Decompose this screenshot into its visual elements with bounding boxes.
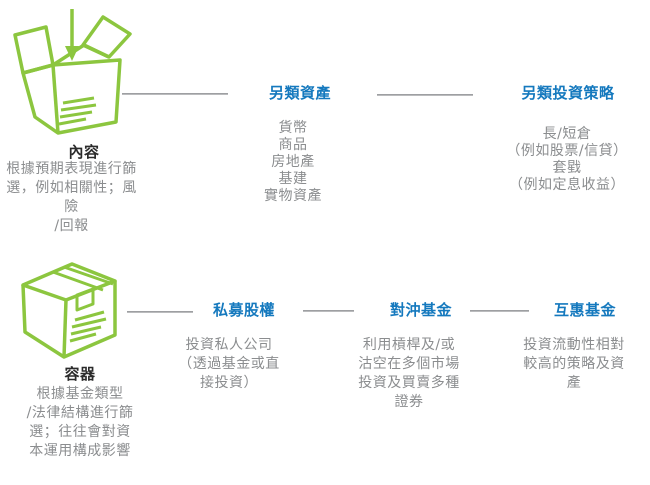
hedge-funds-description: 利用槓桿及/或 沽空在多個市場 投資及買賣多種 證券 [329, 336, 489, 412]
list-item: 套戥 [552, 160, 582, 176]
description-line: 根據預期表現進行篩 [6, 161, 137, 177]
list-item: 房地產 [271, 154, 315, 170]
description-line: 選；往往會對資 [29, 424, 131, 440]
column-heading-alternative-assets: 另類資產 [268, 84, 331, 102]
column-heading-mutual-funds: 互惠基金 [553, 301, 616, 319]
body-line: 利用槓桿及/或 [362, 337, 456, 353]
container-box-label: 容器 [64, 365, 96, 383]
description-line: /回報 [54, 218, 89, 234]
description-line: /法律結構進行篩 [26, 405, 134, 421]
container-box-description: 根據基金類型 /法律結構進行篩 選；往往會對資 本運用構成影響 [0, 385, 160, 461]
open-box-icon [13, 9, 132, 135]
body-line: （透過基金或直 [178, 356, 280, 372]
mutual-funds-description: 投資流動性相對 較高的策略及資 產 [499, 336, 649, 393]
connector-line [303, 310, 354, 312]
alternative-assets-list: 貨幣 商品 房地產 基建 實物資產 [213, 120, 373, 205]
description-line: 選，例如相關性；風險 [6, 180, 137, 215]
body-line: 投資流動性相對 [523, 337, 625, 353]
body-line: 投資私人公司 [185, 337, 273, 353]
list-item: 實物資產 [264, 188, 322, 204]
connector-line [122, 93, 228, 95]
closed-box-icon [21, 262, 117, 359]
body-line: 產 [566, 375, 582, 391]
body-line: 較高的策略及資 [523, 356, 625, 372]
content-box-description: 根據預期表現進行篩 選，例如相關性；風險 /回報 [0, 160, 143, 236]
column-heading-alternative-strategies: 另類投資策略 [521, 84, 615, 102]
body-line: 沽空在多個市場 [358, 356, 460, 372]
column-heading-hedge-funds: 對沖基金 [389, 301, 452, 319]
content-box-label: 內容 [68, 143, 100, 161]
body-line: 接投資） [200, 375, 258, 391]
body-line: 投資及買賣多種 [358, 375, 460, 391]
description-line: 根據基金類型 [36, 386, 124, 402]
list-item: 長/短倉 [542, 126, 592, 142]
alternative-strategies-list: 長/短倉 （例如股票/信貸） 套戥 （例如定息收益） [487, 126, 647, 194]
list-item: （例如定息收益） [509, 177, 625, 193]
column-heading-private-equity: 私募股權 [212, 301, 275, 319]
body-line: 證券 [394, 394, 424, 410]
private-equity-description: 投資私人公司 （透過基金或直 接投資） [149, 336, 309, 393]
connector-line [470, 310, 529, 312]
list-item: 基建 [278, 171, 308, 187]
list-item: 貨幣 [278, 120, 308, 136]
list-item: 商品 [278, 137, 308, 153]
list-item: （例如股票/信貸） [506, 143, 628, 159]
connector-line [127, 311, 193, 313]
connector-line [377, 94, 473, 96]
description-line: 本運用構成影響 [29, 443, 131, 459]
